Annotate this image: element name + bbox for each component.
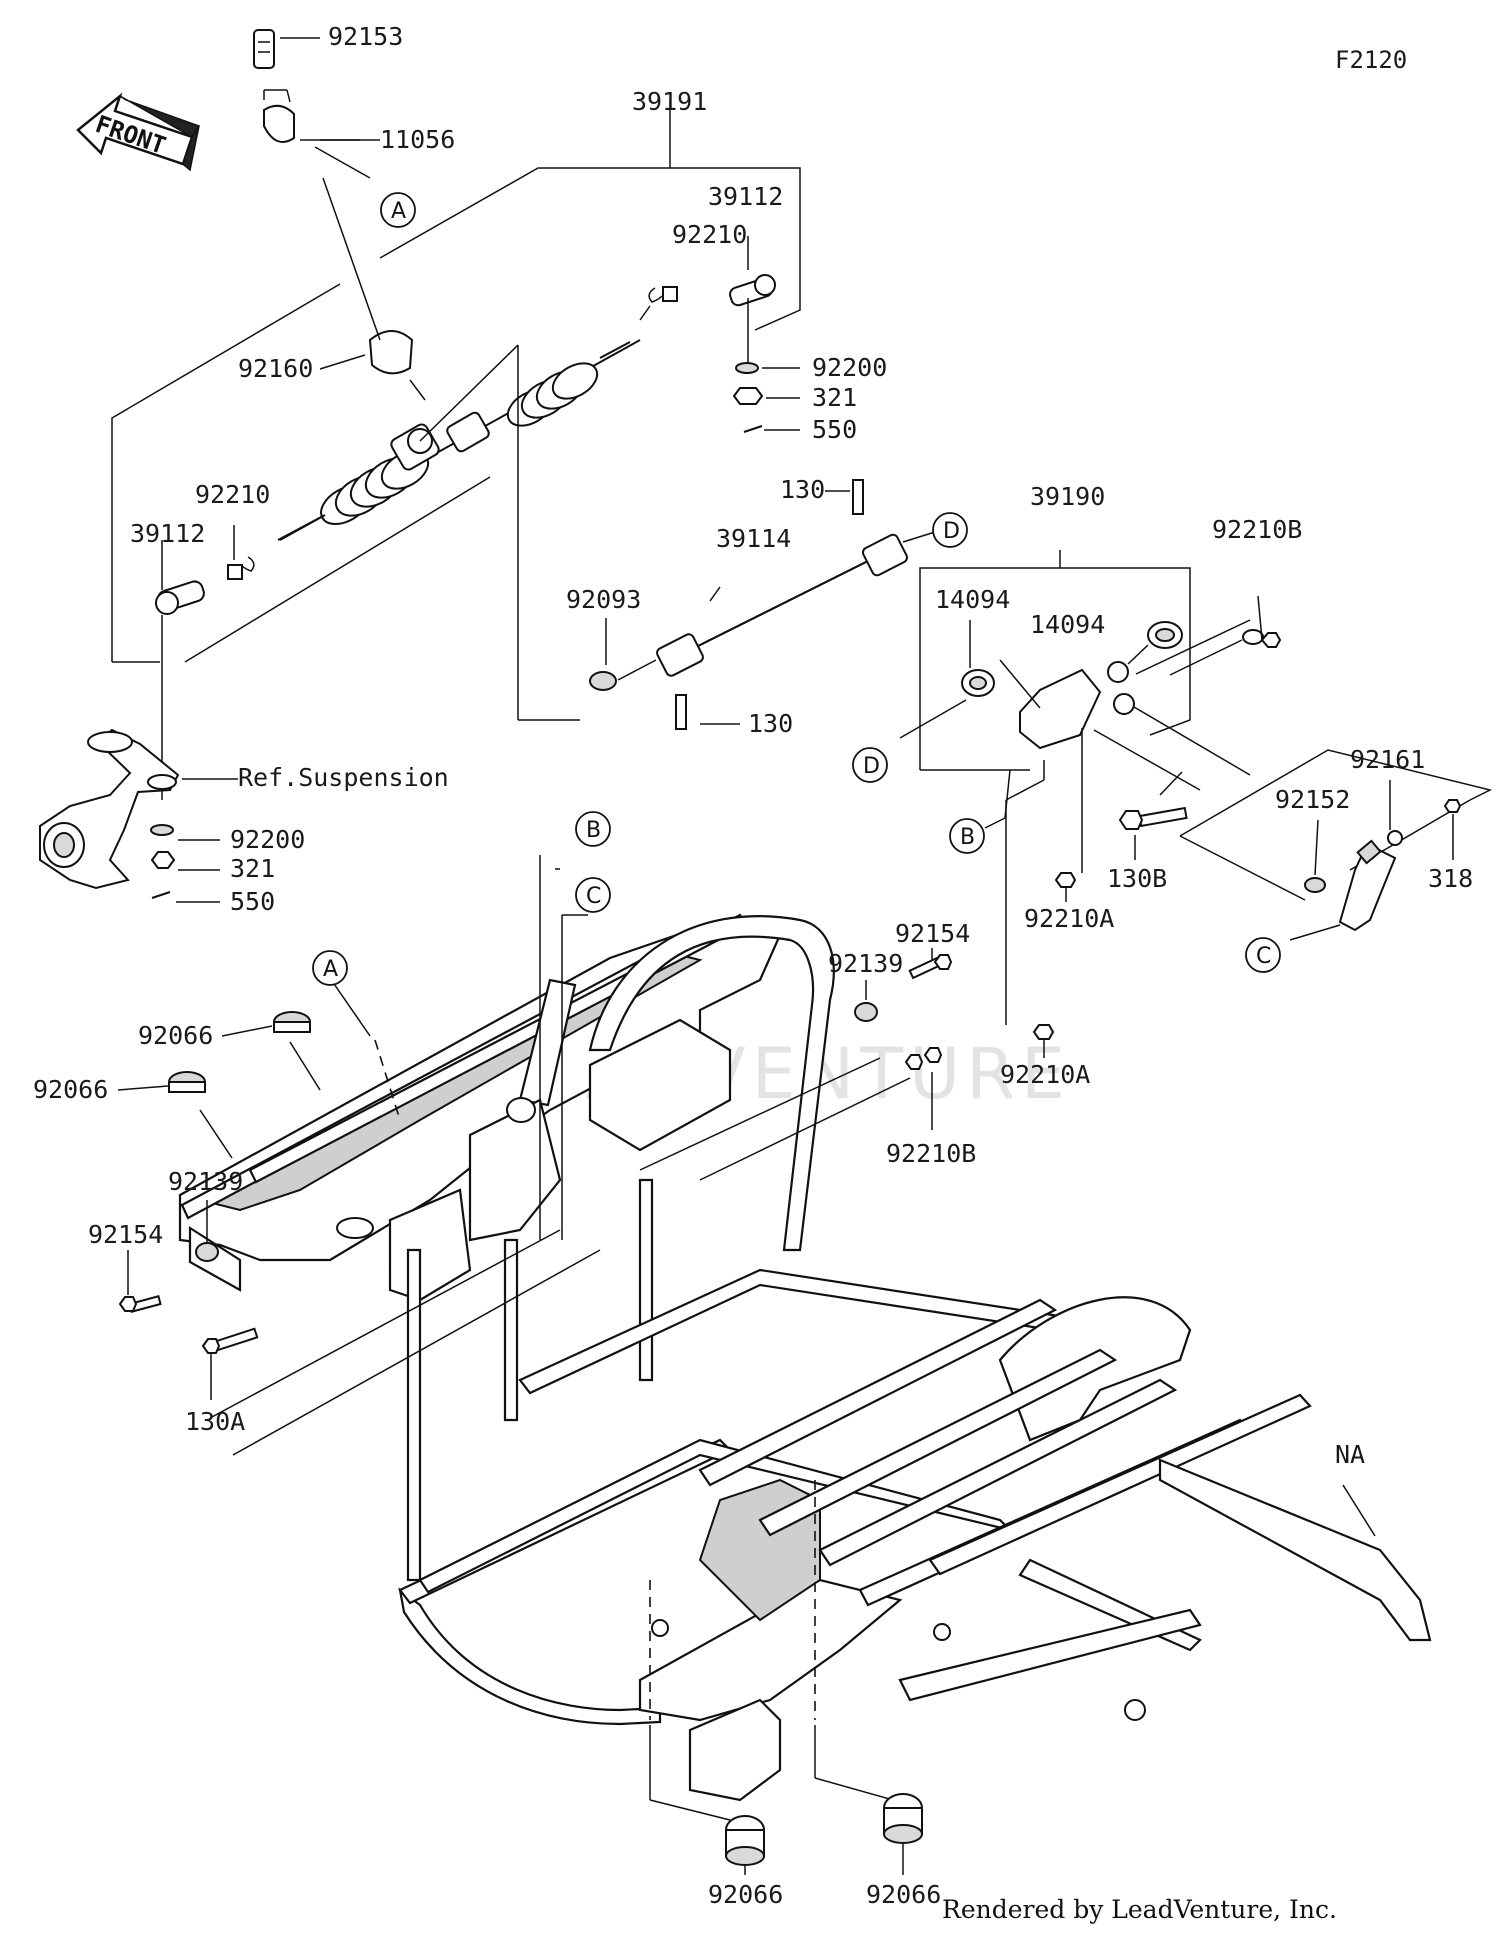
ref-D-top: D — [943, 519, 960, 544]
callout-92066-d: 92066 — [866, 1880, 941, 1909]
callout-92066-b: 92066 — [33, 1075, 108, 1104]
callout-130-top: 130 — [780, 475, 825, 504]
callout-92154-left: 92154 — [88, 1220, 163, 1249]
callout-92161: 92161 — [1350, 745, 1425, 774]
callout-92066-a: 92066 — [138, 1021, 213, 1050]
steering-rack-assembly — [111, 101, 801, 721]
ref-B-right: B — [960, 825, 975, 850]
callout-39114: 39114 — [716, 524, 791, 553]
ref-C-right: C — [1256, 944, 1271, 969]
callout-14094-right: 14094 — [1030, 610, 1105, 639]
callout-318: 318 — [1428, 864, 1473, 893]
circle-refs: A A B C D D B C — [312, 192, 1281, 986]
ref-suspension: Ref.Suspension — [238, 763, 449, 792]
callout-39190: 39190 — [1030, 482, 1105, 511]
callout-130-bottom: 130 — [748, 709, 793, 738]
main-frame — [178, 913, 1432, 1802]
callout-92093: 92093 — [566, 585, 641, 614]
callout-92139-right: 92139 — [828, 949, 903, 978]
callout-92210B-top: 92210B — [1212, 515, 1302, 544]
steering-column-assembly — [899, 550, 1282, 1058]
callout-550-left: 550 — [230, 887, 275, 916]
callout-92200-left: 92200 — [230, 825, 305, 854]
tie-rod-end-left — [155, 525, 255, 800]
callout-92210-left: 92210 — [195, 480, 270, 509]
callout-92153: 92153 — [328, 22, 403, 51]
callout-130A: 130A — [185, 1407, 245, 1436]
credit-text: Rendered by LeadVenture, Inc. — [942, 1895, 1337, 1924]
frame-hardware — [118, 954, 953, 1866]
ref-D-left: D — [863, 754, 880, 779]
front-arrow-icon: FRONT — [76, 92, 201, 172]
callout-92210A-upper: 92210A — [1024, 904, 1114, 933]
tie-rod-end-right — [639, 236, 776, 433]
ref-C-frame: C — [586, 884, 601, 909]
callout-NA: NA — [1335, 1440, 1365, 1469]
callout-321-left: 321 — [230, 854, 275, 883]
callout-11056: 11056 — [380, 125, 455, 154]
callout-39112-left: 39112 — [130, 519, 205, 548]
callout-92200-right: 92200 — [812, 353, 887, 382]
clamp-parts — [253, 29, 426, 401]
callout-92210B-lower: 92210B — [886, 1139, 976, 1168]
diagram-id: F2120 — [1335, 46, 1407, 74]
ref-A-top: A — [391, 199, 406, 224]
assembly-leader-lines — [199, 855, 1376, 1821]
callout-14094-left: 14094 — [935, 585, 1010, 614]
knuckle-part — [39, 728, 238, 899]
callout-92154-right: 92154 — [895, 919, 970, 948]
callout-92066-c: 92066 — [708, 1880, 783, 1909]
callout-39191: 39191 — [632, 87, 707, 116]
ref-A-frame: A — [323, 957, 338, 982]
callout-92210-right: 92210 — [672, 220, 747, 249]
steering-damper-group — [1179, 749, 1493, 941]
callout-39112-right: 39112 — [708, 182, 783, 211]
callout-92139-left: 92139 — [168, 1167, 243, 1196]
callout-92160: 92160 — [238, 354, 313, 383]
callout-550-right: 550 — [812, 415, 857, 444]
callout-130B: 130B — [1107, 864, 1167, 893]
callout-labels: 92153 11056 39191 39112 92210 92200 321 … — [33, 22, 1473, 1909]
callout-92152: 92152 — [1275, 785, 1350, 814]
callout-321-right: 321 — [812, 383, 857, 412]
callout-92210A-lower: 92210A — [1000, 1060, 1090, 1089]
ref-B-frame: B — [586, 818, 601, 843]
steering-shaft — [589, 479, 936, 730]
